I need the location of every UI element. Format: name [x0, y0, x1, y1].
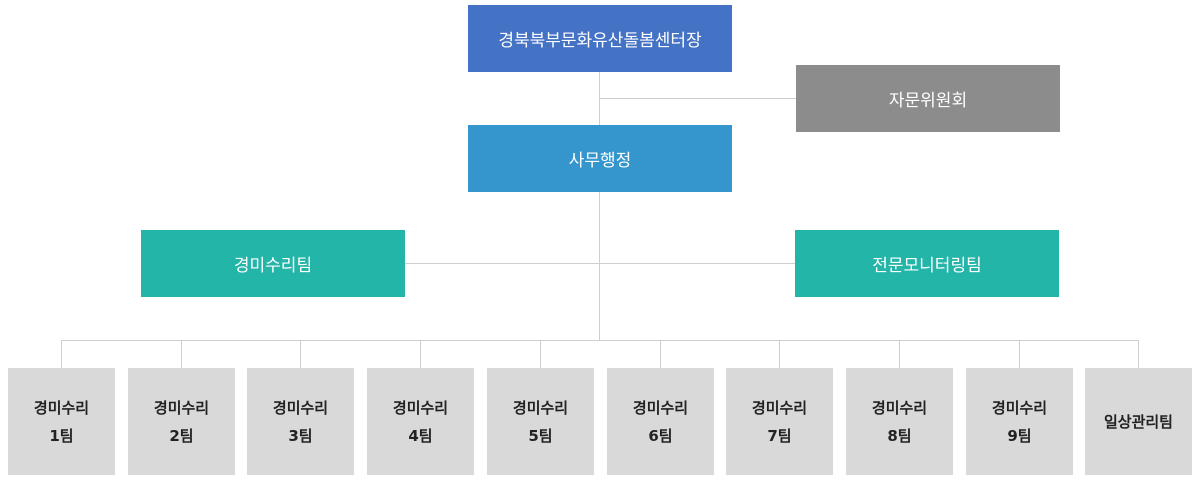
unit-label-line2: 4팀 — [408, 426, 433, 445]
unit-label-line2: 8팀 — [887, 426, 912, 445]
unit-label-line1: 경미수리 — [991, 398, 1048, 417]
connector-director-admin — [599, 72, 600, 126]
unit-box: 일상관리팀 — [1085, 368, 1192, 475]
unit-box: 경미수리 6팀 — [607, 368, 714, 475]
connector-unit-drop — [1138, 340, 1139, 368]
unit-box: 경미수리 5팀 — [487, 368, 594, 475]
unit-box: 경미수리 4팀 — [367, 368, 474, 475]
unit-box: 경미수리 3팀 — [247, 368, 354, 475]
unit-label-line1: 경미수리 — [751, 398, 808, 417]
unit-label-line2: 2팀 — [169, 426, 194, 445]
unit-label-line1: 경미수리 — [871, 398, 928, 417]
connector-unit-drop — [61, 340, 62, 368]
unit-box: 경미수리 9팀 — [966, 368, 1073, 475]
unit-label-line1: 경미수리 — [272, 398, 329, 417]
connector-advisory — [599, 98, 797, 99]
connector-teams — [404, 263, 796, 264]
unit-label-line2: 3팀 — [288, 426, 313, 445]
advisory-label: 자문위원회 — [888, 91, 968, 111]
unit-label-line2: 7팀 — [767, 426, 792, 445]
monitor-team-label: 전문모니터링팀 — [872, 256, 982, 276]
connector-units-bus — [62, 340, 1139, 341]
unit-label-line2: 1팀 — [49, 426, 74, 445]
repair-team-label: 경미수리팀 — [233, 256, 313, 276]
connector-unit-drop — [1019, 340, 1020, 368]
connector-unit-drop — [660, 340, 661, 368]
monitor-team-box: 전문모니터링팀 — [795, 230, 1059, 297]
unit-label-line1: 경미수리 — [33, 398, 90, 417]
connector-admin-units — [599, 191, 600, 341]
repair-team-box: 경미수리팀 — [141, 230, 405, 297]
connector-unit-drop — [420, 340, 421, 368]
unit-label-line2: 6팀 — [648, 426, 673, 445]
unit-label-line1: 경미수리 — [392, 398, 449, 417]
unit-box: 경미수리 2팀 — [128, 368, 235, 475]
admin-label: 사무행정 — [568, 151, 632, 171]
unit-label-line1: 일상관리팀 — [1103, 412, 1173, 431]
connector-unit-drop — [300, 340, 301, 368]
unit-label-line2: 9팀 — [1007, 426, 1032, 445]
unit-label-line1: 경미수리 — [153, 398, 210, 417]
connector-unit-drop — [540, 340, 541, 368]
director-box: 경북북부문화유산돌봄센터장 — [468, 5, 732, 72]
admin-box: 사무행정 — [468, 125, 732, 192]
unit-box: 경미수리 7팀 — [726, 368, 833, 475]
unit-label-line2: 5팀 — [528, 426, 553, 445]
connector-unit-drop — [899, 340, 900, 368]
unit-box: 경미수리 8팀 — [846, 368, 953, 475]
connector-unit-drop — [181, 340, 182, 368]
advisory-box: 자문위원회 — [796, 65, 1060, 132]
unit-label-line1: 경미수리 — [512, 398, 569, 417]
unit-box: 경미수리 1팀 — [8, 368, 115, 475]
connector-unit-drop — [779, 340, 780, 368]
unit-label-line1: 경미수리 — [632, 398, 689, 417]
director-label: 경북북부문화유산돌봄센터장 — [498, 31, 702, 51]
